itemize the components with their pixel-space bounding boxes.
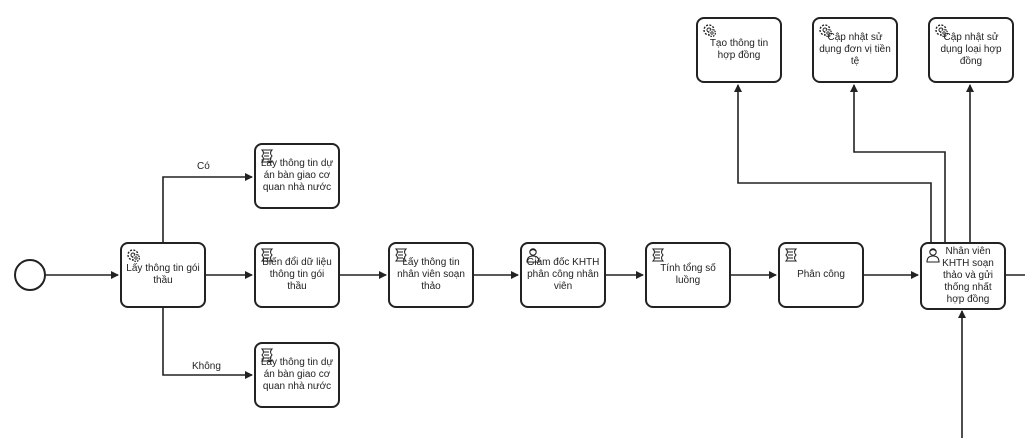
task-label: Lấy thông tin dự án bàn giao cơ quan nhà… [260,158,334,193]
task-label: Phân công [797,269,845,280]
start-event[interactable] [14,259,46,291]
task-giam-doc-phan-cong[interactable]: Giám đốc KHTH phân công nhân viên [520,242,606,308]
task-label: Lấy thông tin gói thầu [126,263,200,286]
gear-icon [703,24,717,38]
task-bien-doi-du-lieu[interactable]: Biến đổi dữ liệu thông tin gói thầu [254,242,340,308]
flow-label-co: Có [197,161,210,172]
task-label: Biến đổi dữ liệu thông tin gói thầu [262,257,332,292]
task-label: Tạo thông tin hợp đồng [709,38,769,61]
task-lay-thong-tin-nhan-vien[interactable]: Lấy thông tin nhân viên soạn thảo [388,242,474,308]
task-tinh-tong-so-luong[interactable]: Tính tổng số luồng [645,242,731,308]
task-label: Lấy thông tin dự án bàn giao cơ quan nhà… [260,357,334,392]
flow-co[interactable] [162,173,253,242]
script-icon [785,248,797,262]
task-label: Tính tổng số luồng [660,263,716,286]
task-lay-thong-tin-goi-thau[interactable]: Lấy thông tin gói thầu [120,242,206,308]
task-cap-nhat-don-vi-tien-te[interactable]: Cập nhật sử dụng đơn vị tiền tệ [812,17,898,83]
task-tao-thong-tin-hop-dong[interactable]: Tạo thông tin hợp đồng [696,17,782,83]
task-nhan-vien-soan-thao[interactable]: Nhân viên KHTH soạn thảo và gửi thống nh… [920,242,1006,310]
flow-khong[interactable] [162,308,253,379]
task-label: Cập nhật sử dụng loại hợp đồng [940,32,1002,67]
task-lay-thong-tin-du-an-co[interactable]: Lấy thông tin dự án bàn giao cơ quan nhà… [254,143,340,209]
task-label: Cập nhật sử dụng đơn vị tiền tệ [819,32,891,67]
script-icon [652,248,664,262]
flow-label-khong: Không [192,361,221,372]
task-label: Giám đốc KHTH phân công nhân viên [526,257,600,292]
task-label: Nhân viên KHTH soạn thảo và gửi thống nh… [942,246,994,305]
task-label: Lấy thông tin nhân viên soạn thảo [397,257,465,292]
task-cap-nhat-loai-hop-dong[interactable]: Cập nhật sử dụng loại hợp đồng [928,17,1014,83]
gear-icon [127,249,141,263]
task-lay-thong-tin-du-an-khong[interactable]: Lấy thông tin dự án bàn giao cơ quan nhà… [254,342,340,408]
flow-to-tao-hop-dong[interactable] [734,84,932,242]
task-phan-cong[interactable]: Phân công [778,242,864,308]
flow-to-cap-nhat-tien-te[interactable] [850,84,946,242]
